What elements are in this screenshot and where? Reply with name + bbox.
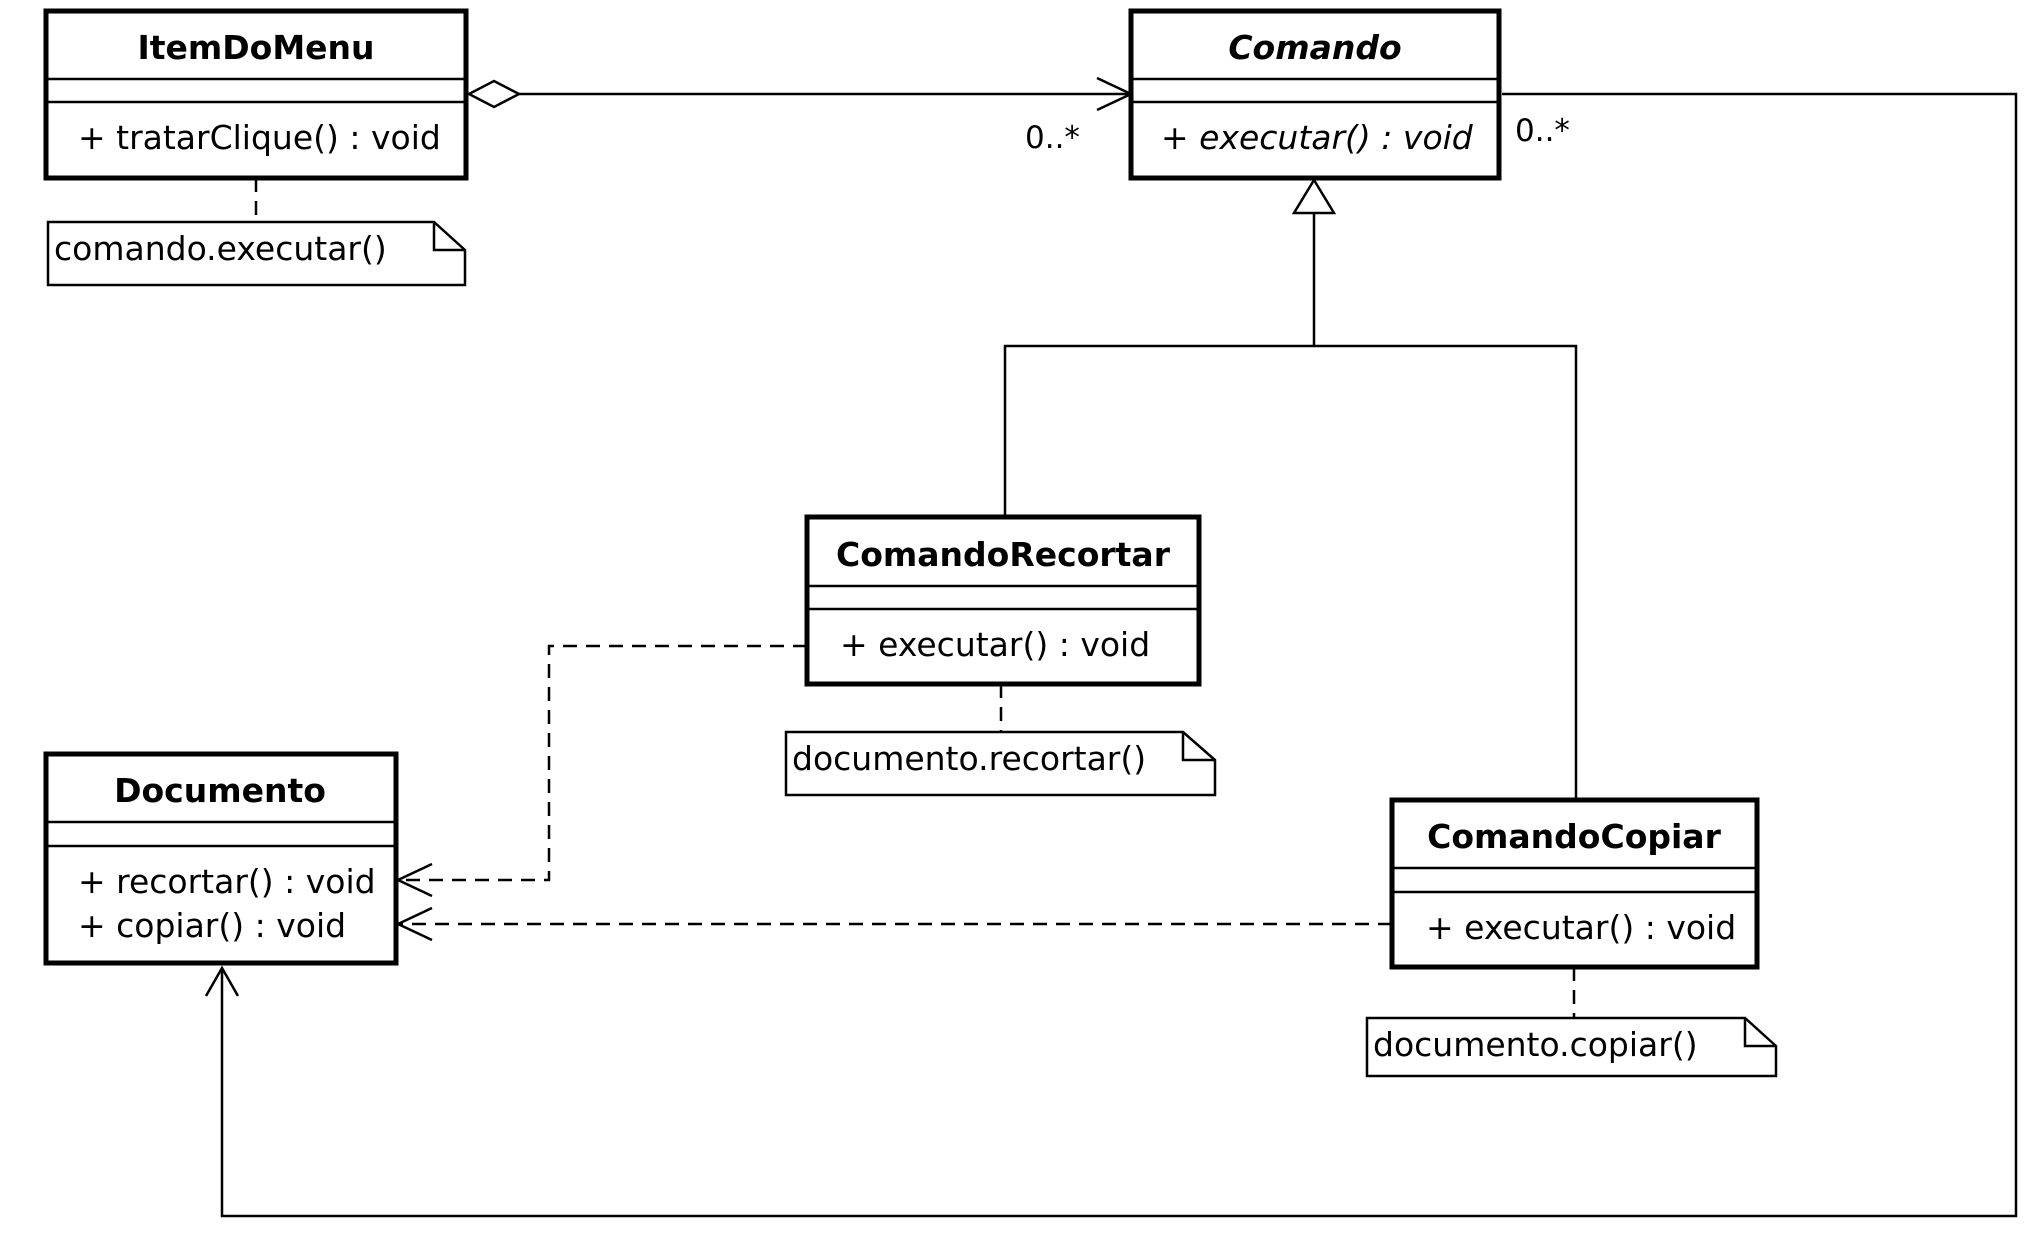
class-name: ComandoCopiar	[1427, 817, 1721, 856]
class-name: Documento	[114, 771, 326, 810]
class-operation: + executar() : void	[1426, 908, 1736, 947]
class-name: ComandoRecortar	[836, 535, 1171, 574]
class-comando[interactable]: Comando + executar() : void	[1128, 8, 1502, 181]
inheritance-triangle-icon	[1291, 177, 1337, 215]
note-text: documento.recortar()	[792, 739, 1146, 778]
aggregation-itemdomenu-comando	[466, 76, 1134, 112]
aggregation-diamond-icon	[466, 79, 522, 109]
class-operation: + tratarClique() : void	[78, 118, 441, 157]
note-comando-copiar: documento.copiar()	[1365, 1016, 1778, 1078]
class-operation: + executar() : void	[1161, 118, 1474, 157]
class-comando-copiar[interactable]: ComandoCopiar + executar() : void	[1389, 797, 1760, 970]
class-name: ItemDoMenu	[137, 28, 374, 67]
class-operation: + executar() : void	[840, 625, 1150, 664]
note-item-do-menu: comando.executar()	[46, 220, 467, 287]
association-comando-documento	[204, 92, 2018, 1218]
note-text: documento.copiar()	[1373, 1025, 1698, 1064]
class-operation: + copiar() : void	[78, 906, 346, 945]
dependency-copiar-documento	[395, 906, 1392, 942]
multiplicity-label: 0..*	[1515, 113, 1570, 149]
class-item-do-menu[interactable]: ItemDoMenu + tratarClique() : void	[43, 8, 469, 181]
dependency-recortar-documento	[395, 644, 807, 898]
note-comando-recortar: documento.recortar()	[784, 730, 1217, 797]
note-text: comando.executar()	[54, 229, 387, 268]
class-documento[interactable]: Documento + recortar() : void + copiar()…	[43, 751, 399, 966]
class-name: Comando	[1228, 28, 1401, 67]
open-arrow-icon	[204, 965, 240, 997]
class-operation: + recortar() : void	[78, 862, 376, 901]
generalization-to-comando	[1003, 177, 1578, 800]
multiplicity-label: 0..*	[1025, 120, 1080, 156]
class-comando-recortar[interactable]: ComandoRecortar + executar() : void	[804, 514, 1202, 687]
